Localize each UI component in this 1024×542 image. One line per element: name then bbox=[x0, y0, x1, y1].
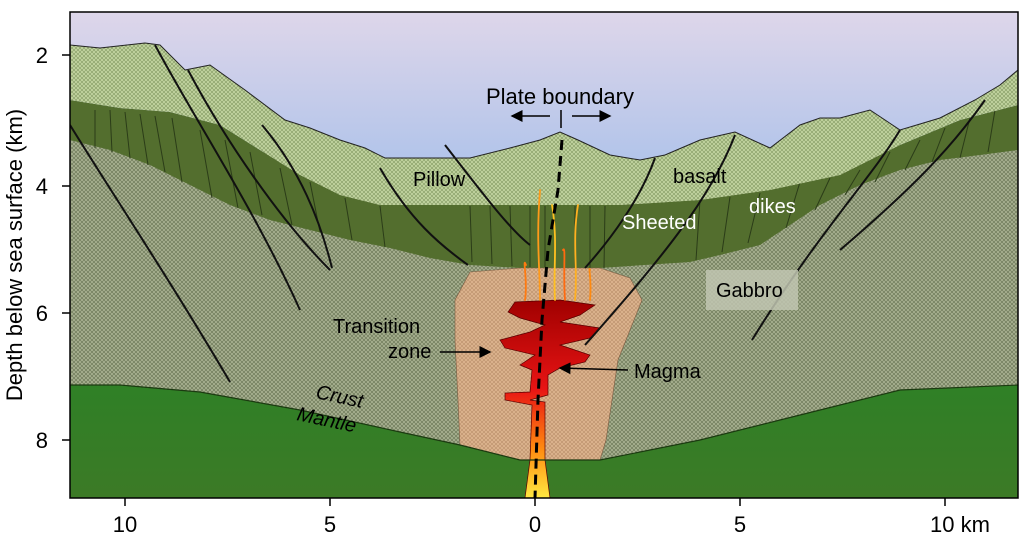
plot-frame bbox=[69, 11, 1019, 499]
dike-stripes bbox=[94, 109, 996, 269]
transition-label-line2: zone bbox=[388, 341, 431, 363]
y-axis-label: Depth below sea surface (km) bbox=[2, 109, 27, 401]
plate-boundary-line bbox=[533, 139, 564, 498]
pillow-basalt-layer bbox=[70, 43, 1018, 205]
leader-arrow-icon bbox=[558, 362, 629, 375]
x-tick-label: 5 bbox=[324, 512, 336, 537]
magma-label: Magma bbox=[634, 361, 702, 383]
sheeted-label: Sheeted bbox=[622, 212, 697, 234]
mantle-layer bbox=[70, 385, 1018, 498]
gabbro-label: Gabbro bbox=[716, 280, 783, 302]
transition-label-line1: Transition bbox=[333, 316, 420, 338]
x-tick-label: 0 bbox=[529, 512, 541, 537]
x-tick-label: 10 bbox=[113, 512, 137, 537]
pillow-label: Pillow bbox=[413, 169, 466, 191]
normal-faults bbox=[70, 44, 986, 383]
y-tick-label: 2 bbox=[36, 43, 48, 68]
gabbro-label-box bbox=[706, 270, 798, 310]
moho-line bbox=[70, 384, 1018, 461]
y-tick-label: 6 bbox=[36, 301, 48, 326]
x-tick-label: 5 bbox=[734, 512, 746, 537]
plate-boundary-label: Plate boundary bbox=[486, 84, 634, 109]
y-tick-label: 4 bbox=[36, 174, 48, 199]
sheeted-dikes-layer bbox=[70, 100, 1018, 268]
y-ticks bbox=[62, 54, 70, 441]
x-tick-label: 10 km bbox=[930, 512, 990, 537]
y-tick-label: 8 bbox=[36, 428, 48, 453]
hydrothermal-vent-lines bbox=[523, 189, 592, 301]
basalt-outline bbox=[70, 42, 1018, 161]
x-ticks bbox=[124, 498, 946, 506]
dikes-label: dikes bbox=[749, 196, 796, 218]
basalt-label: basalt bbox=[673, 166, 727, 188]
